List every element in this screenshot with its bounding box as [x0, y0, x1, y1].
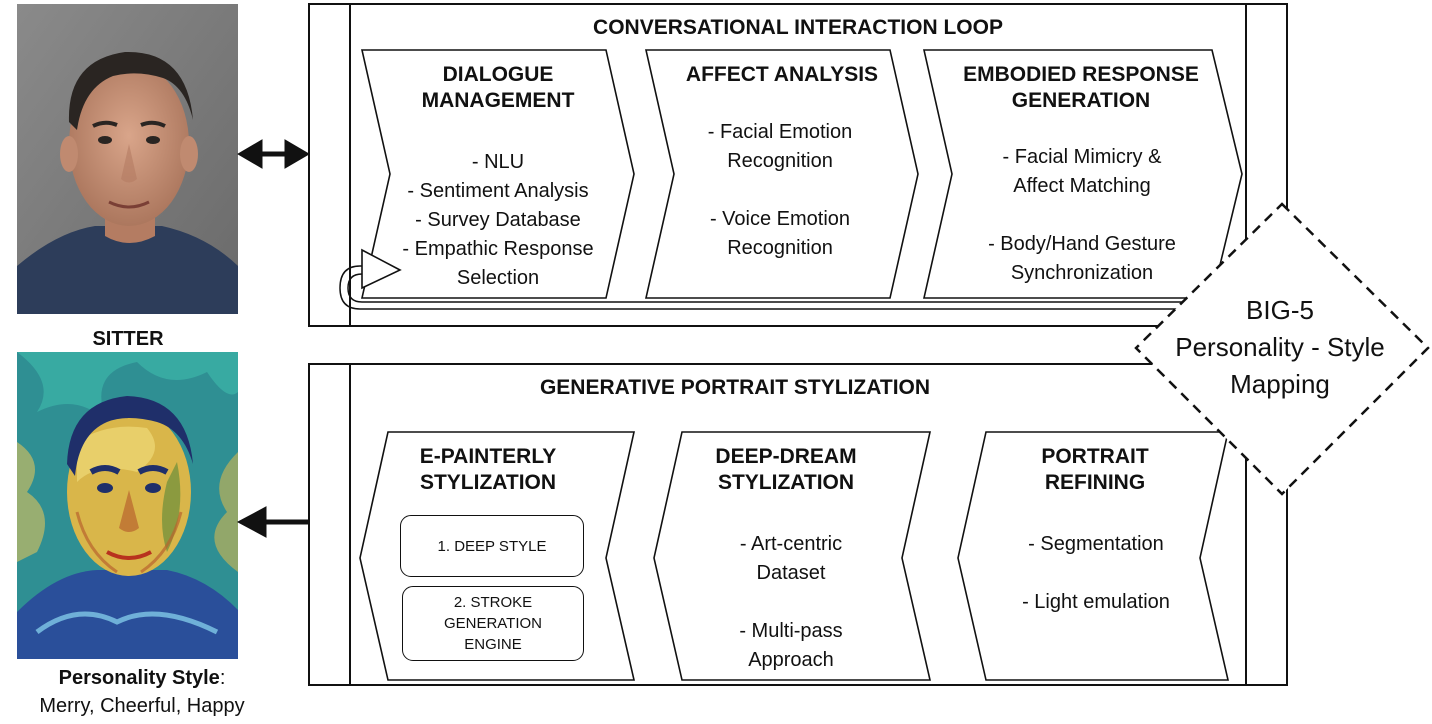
personality-style-label: Personality Style — [58, 667, 220, 689]
bidirectional-arrow — [237, 139, 310, 169]
dialogue-title: DIALOGUE MANAGEMENT — [392, 62, 604, 114]
feedback-arrowhead — [361, 248, 402, 290]
embodied-items: - Facial Mimicry & Affect Matching - Bod… — [960, 143, 1204, 288]
affect-item-facial: - Facial Emotion — [707, 121, 853, 143]
deepdream-item-approach: Approach — [748, 649, 834, 671]
dialogue-item-sentiment: - Sentiment Analysis — [407, 180, 589, 202]
big5-line1: BIG-5 — [1246, 295, 1314, 325]
affect-title: AFFECT ANALYSIS — [660, 62, 904, 88]
painterly-title-line1: E-PAINTERLY — [419, 445, 557, 468]
deepdream-item-multipass: - Multi-pass — [739, 620, 843, 642]
dialogue-item-survey: - Survey Database — [415, 209, 581, 231]
big5-diamond — [1134, 202, 1430, 496]
affect-item-spacer — [670, 176, 890, 205]
dialogue-title-line1: DIALOGUE — [442, 63, 554, 86]
affect-chevron — [644, 49, 919, 299]
big5-line3: Mapping — [1230, 369, 1330, 399]
affect-title-line1: AFFECT ANALYSIS — [685, 63, 879, 86]
dialogue-item-nlu: - NLU — [471, 151, 525, 173]
embodied-item-affect-matching: Affect Matching — [1013, 175, 1151, 197]
loop-title: CONVERSATIONAL INTERACTION LOOP — [593, 16, 1003, 39]
painterly-title-line2: STYLIZATION — [419, 471, 557, 494]
dialogue-items: - NLU - Sentiment Analysis - Survey Data… — [380, 148, 616, 293]
stylization-title: GENERATIVE PORTRAIT STYLIZATION — [539, 376, 931, 399]
output-arrow — [236, 506, 309, 538]
refining-item-segmentation: - Segmentation — [1028, 533, 1164, 555]
embodied-item-spacer — [960, 201, 1204, 230]
deepdream-title: DEEP-DREAM STYLIZATION — [686, 444, 886, 496]
sitter-label: SITTER — [92, 328, 164, 350]
refining-title-line2: REFINING — [1044, 471, 1146, 494]
deepdream-items: - Art-centric Dataset - Multi-pass Appro… — [686, 530, 896, 675]
embodied-title-line2: GENERATION — [1011, 89, 1151, 112]
refining-items: - Segmentation - Light emulation — [986, 530, 1206, 617]
dialogue-title-line2: MANAGEMENT — [421, 89, 575, 112]
personality-style-values: Merry, Cheerful, Happy — [39, 695, 245, 717]
stroke-engine-step: 2. STROKE GENERATION ENGINE — [402, 586, 584, 661]
embodied-title-line1: EMBODIED RESPONSE — [963, 63, 1199, 86]
affect-item-voice: - Voice Emotion — [709, 208, 851, 230]
dialogue-chevron — [360, 49, 635, 299]
deepdream-item-dataset: Dataset — [756, 562, 826, 584]
affect-items: - Facial Emotion Recognition - Voice Emo… — [670, 118, 890, 263]
sitter-photo — [17, 4, 238, 314]
affect-item-voice-recognition: Recognition — [727, 237, 833, 259]
embodied-item-sync: Synchronization — [1010, 262, 1154, 284]
embodied-item-mimicry: - Facial Mimicry & — [1002, 146, 1162, 168]
big5-label: BIG-5 Personality - Style Mapping — [1140, 292, 1420, 403]
deepdream-item-spacer — [686, 588, 896, 617]
dialogue-item-empathic: - Empathic Response — [402, 238, 594, 260]
deepdream-chevron — [653, 431, 932, 681]
refining-item-light: - Light emulation — [1022, 591, 1170, 613]
feedback-loop-path-inner — [347, 273, 1210, 303]
deepdream-item-art: - Art-centric — [739, 533, 843, 555]
deepdream-title-line2: STYLIZATION — [717, 471, 855, 494]
loop-frame — [308, 3, 1288, 327]
embodied-title: EMBODIED RESPONSE GENERATION — [944, 62, 1218, 114]
stylized-portrait — [17, 352, 238, 659]
big5-line2: Personality - Style — [1175, 332, 1385, 362]
dialogue-item-selection: Selection — [456, 267, 540, 289]
painterly-title: E-PAINTERLY STYLIZATION — [392, 444, 584, 496]
deep-style-step: 1. DEEP STYLE — [400, 515, 584, 577]
refining-item-spacer — [986, 559, 1206, 588]
personality-style-colon: : — [219, 667, 226, 689]
refining-title-line1: PORTRAIT — [1041, 445, 1149, 468]
feedback-loop-path — [339, 265, 1211, 310]
personality-style-caption: Personality Style: Merry, Cheerful, Happ… — [2, 664, 282, 720]
affect-item-facial-recognition: Recognition — [727, 150, 833, 172]
deepdream-title-line1: DEEP-DREAM — [715, 445, 857, 468]
refining-title: PORTRAIT REFINING — [990, 444, 1200, 496]
embodied-item-gesture: - Body/Hand Gesture — [988, 233, 1176, 255]
